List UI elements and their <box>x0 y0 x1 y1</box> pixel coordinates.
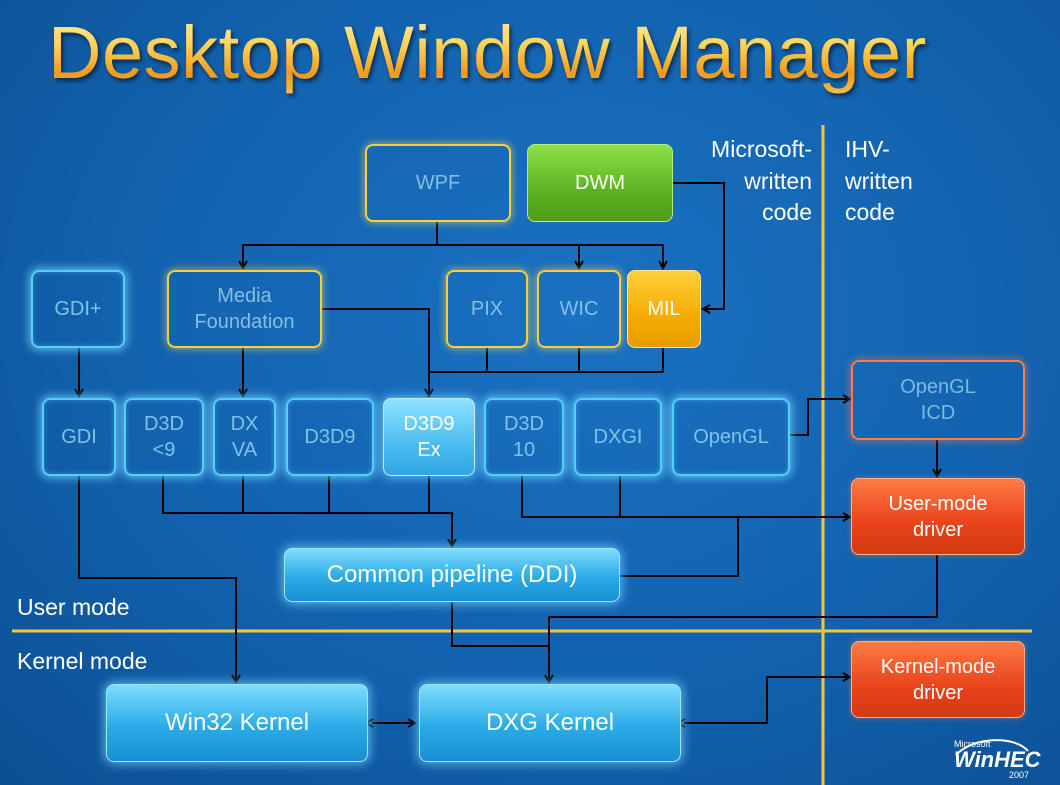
arrow-umd-dxg <box>548 555 938 646</box>
user-mode-driver-box: User-mode driver <box>851 478 1025 555</box>
dxg-kernel-box: DXG Kernel <box>419 684 681 762</box>
arrow-pix-d3d9ex <box>429 348 488 373</box>
arrow-dwm-mil <box>671 182 725 309</box>
user-mode-label: User mode <box>17 594 130 620</box>
winhec-logo: Microsoft WinHEC 2007 <box>952 735 1041 781</box>
ihv-written-code-label: IHV- written code <box>845 136 913 226</box>
wic-box: WIC <box>537 270 621 348</box>
gdiplus-box: GDI+ <box>31 270 125 348</box>
arrow-wpf-wic <box>437 244 579 268</box>
arrow-wpf-mediafoundation <box>243 222 438 268</box>
arrow-d3dlegacy-pipeline <box>162 476 452 546</box>
dwm-box: DWM <box>527 144 673 222</box>
opengl-box: OpenGL <box>672 398 790 476</box>
arrow-pipeline-dxg <box>451 602 549 682</box>
mil-box: MIL <box>627 270 701 348</box>
d3d10-box: D3D 10 <box>484 398 564 476</box>
arrow-opengl-icd <box>790 399 850 436</box>
arrow-pipeline-umd <box>620 517 739 577</box>
d3d9ex-box: D3D9 Ex <box>383 398 475 476</box>
logo-year-text: 2007 <box>1009 770 1030 780</box>
wpf-box: WPF <box>365 144 511 222</box>
logo-winhec-text: WinHEC <box>954 747 1041 772</box>
d3d-legacy-box: D3D <9 <box>124 398 204 476</box>
dxva-box: DX VA <box>213 398 276 476</box>
arrow-wpf-mil <box>579 244 663 268</box>
kernel-mode-driver-box: Kernel-mode driver <box>851 641 1025 718</box>
arrow-gdi-win32k <box>78 476 236 682</box>
logo-microsoft-text: Microsoft <box>954 739 991 749</box>
media-foundation-box: Media Foundation <box>167 270 322 348</box>
d3d9-box: D3D9 <box>286 398 374 476</box>
common-pipeline-box: Common pipeline (DDI) <box>284 548 620 602</box>
gdi-box: GDI <box>42 398 116 476</box>
arrow-dxg-kmd <box>684 677 850 723</box>
logo-swoosh-icon <box>955 739 1029 756</box>
kernel-mode-label: Kernel mode <box>17 648 148 674</box>
win32-kernel-box: Win32 Kernel <box>106 684 368 762</box>
dxgi-box: DXGI <box>574 398 662 476</box>
arrow-d3d10-umd <box>521 476 850 517</box>
arrow-mil-d3d9ex <box>487 348 664 373</box>
arrow-mf-d3d9ex <box>322 308 429 396</box>
microsoft-written-code-label: Microsoft- written code <box>711 136 812 226</box>
pix-box: PIX <box>446 270 528 348</box>
opengl-icd-box: OpenGL ICD <box>851 360 1025 440</box>
slide-title: Desktop Window Manager <box>48 11 927 94</box>
